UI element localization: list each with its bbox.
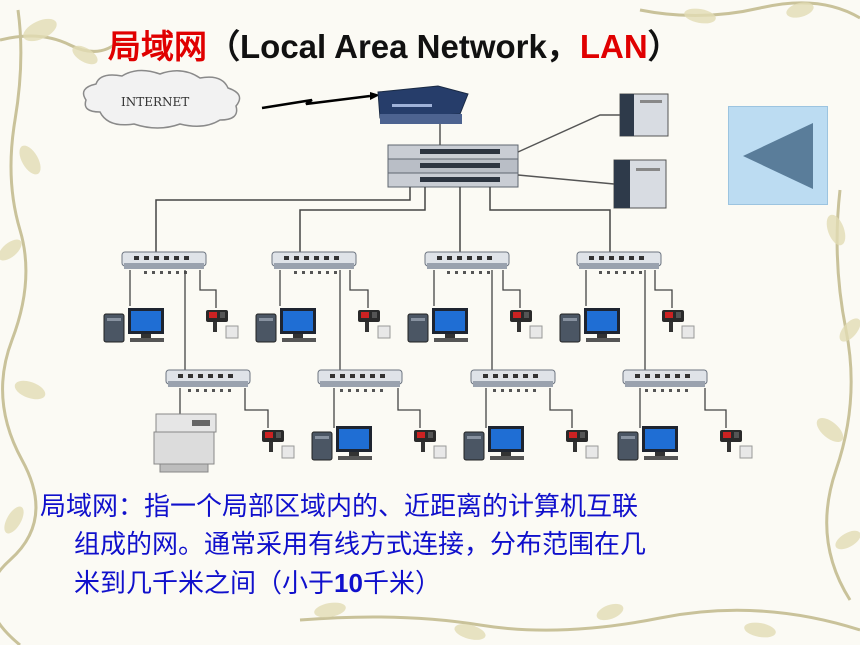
ip-phone-icon: [261, 429, 295, 459]
title-en: Local Area Network，: [240, 28, 580, 65]
server-icon: [613, 159, 667, 209]
access-switch-icon: [121, 251, 207, 275]
ip-phone-icon: [357, 309, 391, 339]
description-number: 10: [334, 568, 363, 598]
ip-phone-icon: [205, 309, 239, 339]
title-close-paren: ）: [647, 28, 681, 65]
pc-icon: [103, 307, 165, 343]
ip-phone-icon: [719, 429, 753, 459]
pc-icon: [255, 307, 317, 343]
access-switch-icon: [576, 251, 662, 275]
network-diagram: INTERNET: [82, 69, 753, 473]
access-switch-icon: [622, 369, 708, 393]
access-switch-icon: [424, 251, 510, 275]
wan-link-icon: [261, 94, 371, 110]
printer-icon: [153, 413, 217, 473]
access-switch-icon: [470, 369, 556, 393]
title-open-paren: （: [207, 28, 240, 65]
access-switch-icon: [165, 369, 251, 393]
description-line-1: 局域网：指一个局部区域内的、近距离的计算机互联: [40, 492, 639, 522]
pc-icon: [407, 307, 469, 343]
access-switch-icon: [271, 251, 357, 275]
title-zh: 局域网: [108, 28, 207, 65]
slide-title: 局域网（Local Area Network，LAN）: [108, 20, 681, 70]
description-line-3-a: 米到几千米之间（小于: [74, 569, 335, 599]
server-icon: [619, 93, 669, 137]
description-line-3: 米到几千米之间（小于10千米）: [40, 564, 820, 603]
ip-phone-icon: [661, 309, 695, 339]
ip-phone-icon: [565, 429, 599, 459]
access-switch-icon: [317, 369, 403, 393]
router-icon: [377, 85, 469, 124]
description: 局域网：指一个局部区域内的、近距离的计算机互联 组成的网。通常采用有线方式连接，…: [40, 488, 820, 603]
pc-icon: [463, 425, 525, 461]
triangle-left-icon: [743, 123, 813, 189]
pc-icon: [617, 425, 679, 461]
internet-cloud: [82, 69, 241, 129]
description-line-2: 组成的网。通常采用有线方式连接，分布范围在几: [74, 530, 647, 560]
ip-phone-icon: [413, 429, 447, 459]
title-abbr: LAN: [579, 28, 648, 65]
back-button[interactable]: [728, 106, 828, 205]
description-line-3-b: 千米）: [362, 569, 441, 599]
core-switch-icon: [387, 144, 519, 188]
pc-icon: [311, 425, 373, 461]
ip-phone-icon: [509, 309, 543, 339]
pc-icon: [559, 307, 621, 343]
cloud-label: INTERNET: [121, 95, 189, 109]
